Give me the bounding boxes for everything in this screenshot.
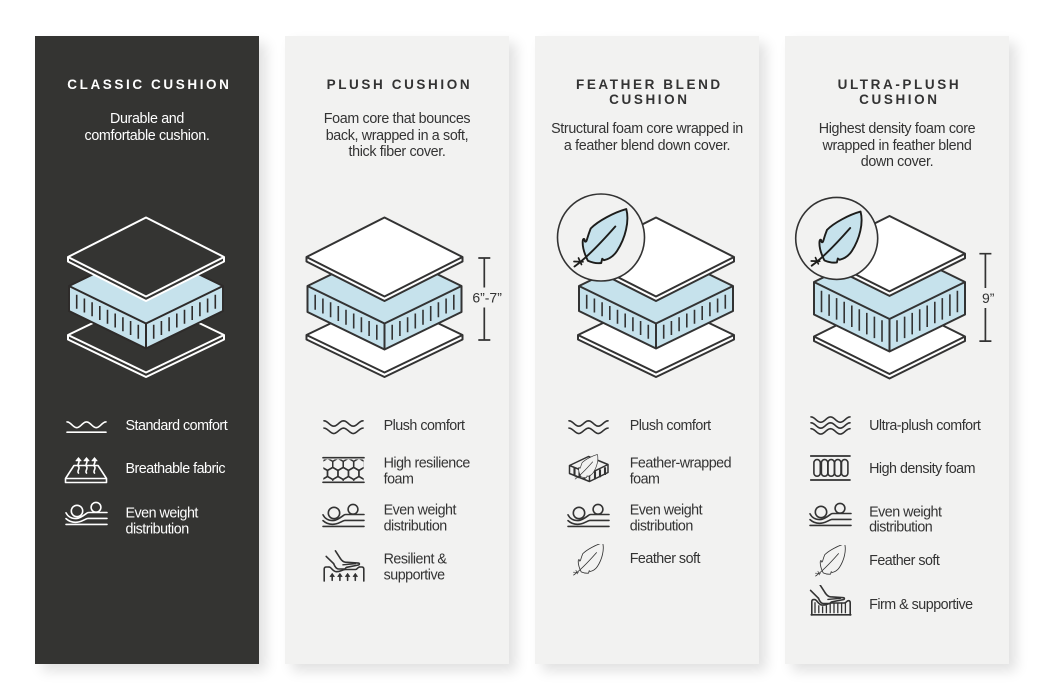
svg-text:9”: 9”: [982, 290, 995, 306]
svg-text:6”-7”: 6”-7”: [472, 290, 502, 306]
